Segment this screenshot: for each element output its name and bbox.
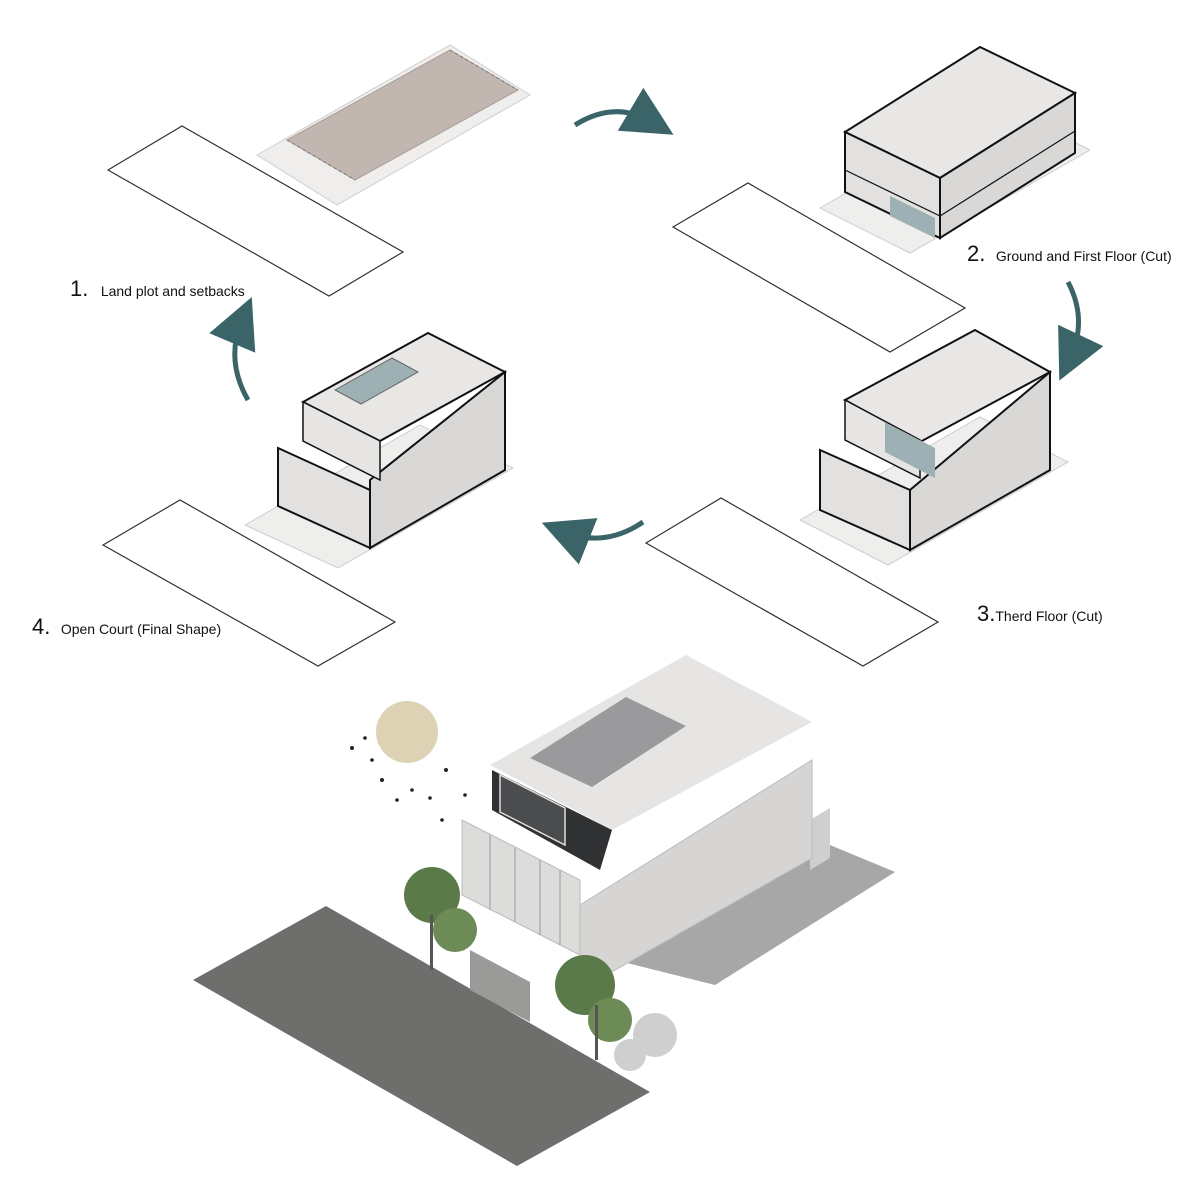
step-4-text: Open Court (Final Shape) (60, 621, 222, 637)
cut-void (890, 196, 935, 238)
step-2-label: 2. Ground and First Floor (Cut) (967, 241, 1172, 267)
tree-right (555, 955, 632, 1060)
step-3-label: 3.Therd Floor (Cut) (977, 601, 1103, 627)
building-shadow (615, 845, 895, 985)
shadow-setback (810, 808, 830, 870)
volume-left (819, 448, 911, 552)
arrow-4-to-1 (209, 296, 256, 402)
final-rendering (193, 655, 895, 1166)
road-outline (671, 182, 967, 353)
volume-left (277, 446, 371, 550)
step-4-open-court (101, 331, 515, 667)
arrow-2-to-3 (1058, 280, 1104, 381)
cycle-arrows (209, 87, 1104, 565)
step-2-number: 2. (967, 241, 986, 266)
tree-shadow (614, 1013, 677, 1071)
step-2-two-floors (671, 45, 1092, 353)
step-1-text: Land plot and setbacks (100, 283, 245, 299)
arrow-3-to-4 (541, 518, 645, 565)
roof-court (530, 697, 686, 787)
step-1-label: 1. Land plot and setbacks (70, 276, 245, 302)
birds (350, 736, 467, 822)
step-1-number: 1. (70, 276, 89, 301)
step-4-label: 4. Open Court (Final Shape) (32, 614, 221, 640)
sun (376, 701, 438, 763)
upper-glazing (499, 773, 566, 847)
step-3-text: Therd Floor (Cut) (995, 608, 1103, 624)
building-mid-front (461, 819, 581, 956)
volume-right (939, 91, 1076, 240)
ground-floor-stone (470, 950, 530, 1022)
step-3-third-floor (644, 328, 1070, 667)
road-outline (101, 499, 397, 667)
step-4-number: 4. (32, 614, 51, 639)
step-2-text: Ground and First Floor (Cut) (995, 248, 1172, 264)
cut-void (885, 422, 935, 478)
step-1-land-plot (106, 44, 531, 297)
road-outline (644, 497, 940, 667)
step-3-number: 3. (977, 601, 996, 626)
road-surface (193, 906, 650, 1166)
arrow-1-to-2 (573, 87, 674, 135)
road-outline (106, 125, 405, 297)
court-opening (333, 357, 420, 405)
tree-left (404, 867, 477, 970)
